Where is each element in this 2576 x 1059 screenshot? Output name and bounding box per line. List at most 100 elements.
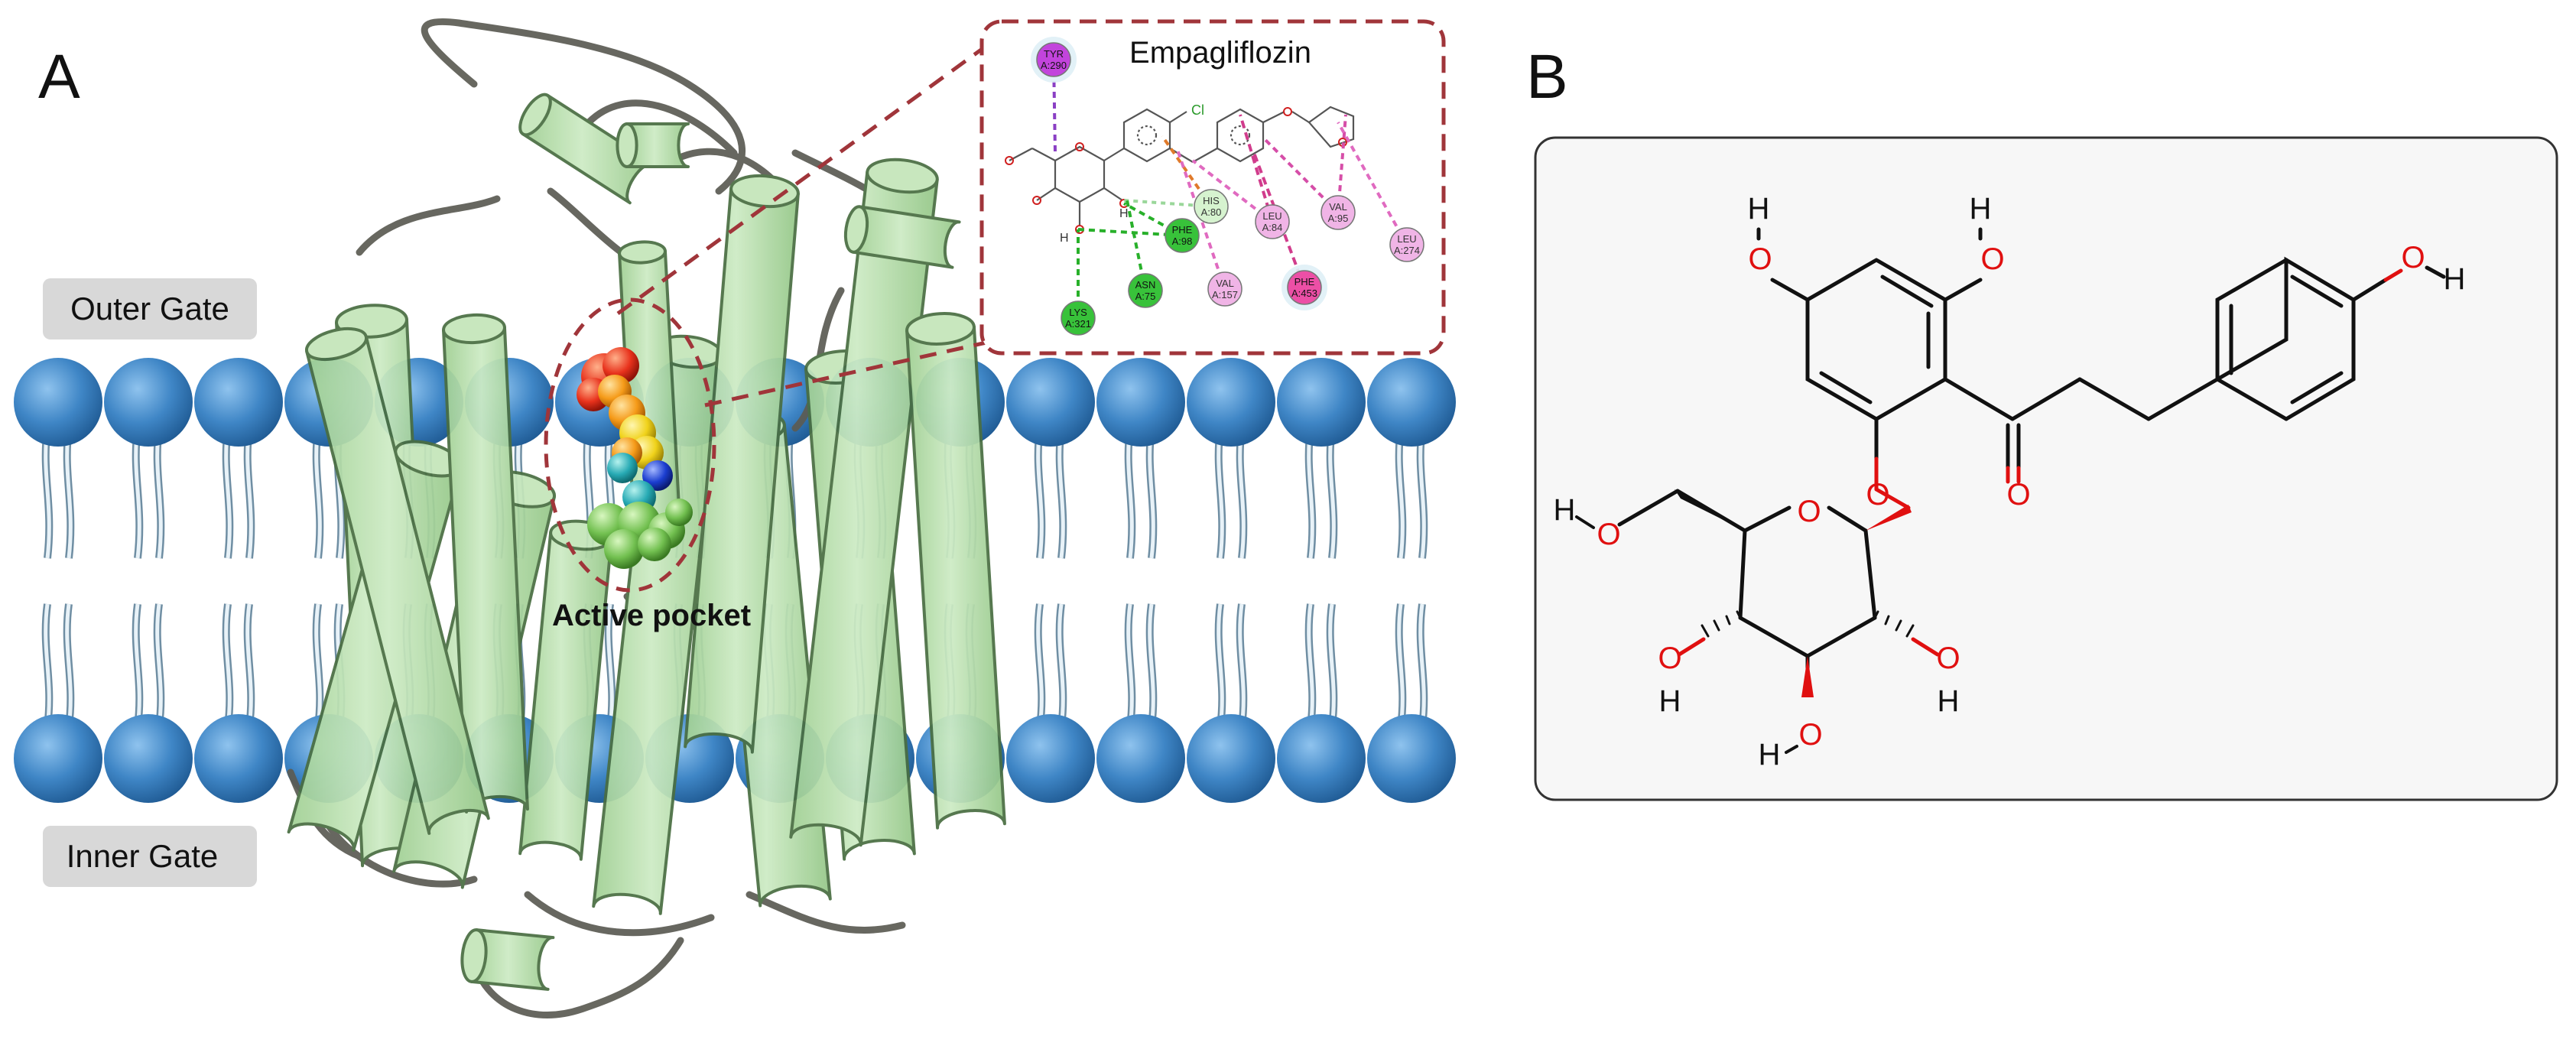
lipid-tail-lower (41, 603, 75, 727)
inset-ether-oxygen (1283, 107, 1292, 116)
lipid-head-upper (1277, 358, 1366, 447)
c3-hydrogen: H (1759, 738, 1781, 772)
interaction-line (1176, 149, 1226, 290)
ligand-atom (607, 453, 638, 483)
helix (684, 174, 800, 754)
lipid-head-upper (1096, 358, 1185, 447)
lipid-tail-upper (1124, 427, 1158, 559)
zoom-line-bottom (704, 340, 987, 408)
lipid-head-upper (194, 358, 283, 447)
lipid-head-lower (194, 714, 283, 803)
lipid-head-lower (1367, 714, 1456, 803)
lipid-head-lower (104, 714, 193, 803)
ligand-atom (638, 528, 671, 561)
lipid-tail-upper (1304, 427, 1338, 559)
residue-number: A:274 (1394, 245, 1420, 256)
interaction-line (1337, 122, 1408, 245)
transporter-protein (287, 18, 1006, 1018)
lipid-head-lower (1006, 714, 1095, 803)
ligand-atom (604, 529, 644, 569)
phenol-oxygen-2: O (1980, 242, 2004, 276)
residue-number: A:157 (1212, 289, 1238, 300)
lipid-tail-lower (1124, 603, 1158, 727)
lipid-head-upper (1187, 358, 1275, 447)
lipid-tail-upper (222, 427, 255, 559)
residue-number: A:290 (1041, 60, 1067, 71)
residue-name: LEU (1397, 233, 1416, 245)
inset-ligand-2d (1009, 106, 1355, 226)
atom-labels: O O O O H O H O H O H O H O H O H (1554, 192, 2466, 772)
ligand-spheres (577, 347, 693, 569)
lipid-tail-upper (1395, 427, 1428, 559)
lipid-tail-lower (1034, 603, 1067, 727)
hydroxymethyl-hydrogen: H (1554, 493, 1576, 527)
inset-title: Empagliflozin (1129, 36, 1311, 70)
residue-number: A:98 (1172, 236, 1193, 247)
helix (905, 312, 1006, 830)
lipid-head-lower (1277, 714, 1366, 803)
panel-b-letter: B (1526, 42, 1568, 112)
outer-gate-label: Outer Gate (70, 291, 229, 326)
helix (616, 122, 690, 168)
inner-gate-label: Inner Gate (67, 838, 218, 874)
lipid-head-upper (1367, 358, 1456, 447)
molecule-frame (1534, 136, 2558, 801)
residue-name: PHE (1294, 276, 1315, 287)
lipid-tail-lower (1304, 603, 1338, 727)
stereo-bonds (1675, 475, 1940, 697)
active-pocket-outline (544, 297, 716, 593)
c2-hydrogen: H (1938, 684, 1960, 718)
lipid-head-lower (14, 714, 102, 803)
glucose-bonds (1617, 489, 1877, 690)
lipid-head-lower (1187, 714, 1275, 803)
lipid-head-upper (14, 358, 102, 447)
phenol-oxygen-1: O (1748, 242, 1772, 276)
glycosidic-oxygen: O (1866, 478, 1889, 512)
lipid-tail-lower (132, 603, 165, 727)
active-pocket-label: Active pocket (552, 599, 751, 632)
inset-atom-labels: Cl H H (1005, 102, 1347, 245)
residue-name: VAL (1216, 278, 1234, 289)
panel-a-letter: A (38, 42, 80, 112)
inner-gate-label-box: Inner Gate (43, 826, 257, 887)
zoom-line-top (616, 44, 988, 316)
residue-number: A:80 (1201, 206, 1222, 218)
inset-hydrogen-1: H (1060, 232, 1069, 245)
residue-name: PHE (1172, 224, 1193, 236)
residue-name: VAL (1329, 201, 1347, 213)
ligand-atom (665, 499, 693, 526)
inset-oxygen-1 (1005, 156, 1014, 165)
lipid-tail-upper (1034, 427, 1067, 559)
c4-hydrogen: H (1659, 684, 1681, 718)
helix (843, 205, 961, 269)
hetero-bonds (1756, 227, 2446, 484)
h-bonds (1575, 515, 1798, 754)
ligand-atom (603, 347, 639, 384)
phenol-hydrogen-2: H (1970, 192, 1992, 226)
ring-oxygen: O (1797, 495, 1821, 528)
outer-gate-label-box: Outer Gate (43, 278, 257, 339)
helix-cylinders (287, 93, 1006, 991)
ligand-atom (642, 460, 673, 491)
c4-oxygen: O (1658, 642, 1681, 675)
chain-bonds (1943, 256, 2356, 421)
lipid-head-upper (1006, 358, 1095, 447)
c2-oxygen: O (1936, 642, 1960, 675)
lipid-head-lower (1096, 714, 1185, 803)
lipid-head-upper (104, 358, 193, 447)
lipid-tail-upper (1214, 427, 1248, 559)
residue-name: LYS (1069, 307, 1087, 318)
inset-chlorine: Cl (1191, 102, 1204, 118)
residue-name: HIS (1203, 195, 1220, 206)
